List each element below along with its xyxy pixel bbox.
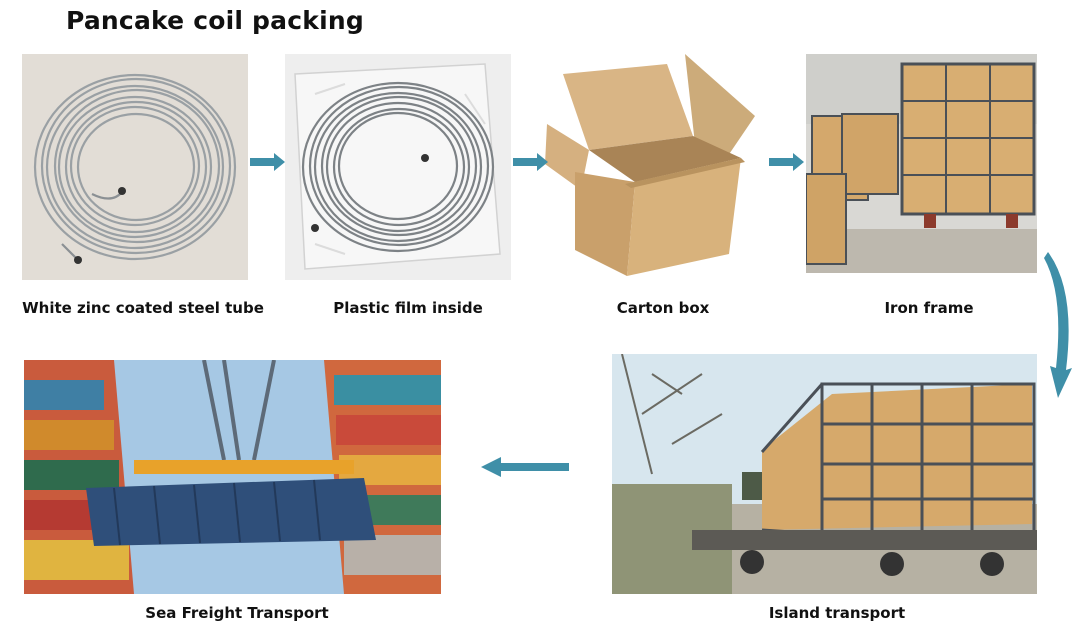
right-arrow-icon	[250, 152, 286, 172]
photo-island-transport-truck	[612, 354, 1037, 594]
step-label-steel-tube: White zinc coated steel tube	[22, 299, 264, 317]
photo-carton-box	[545, 54, 771, 280]
step-label-carton-box: Carton box	[616, 299, 710, 317]
photo-plastic-film-coil	[285, 54, 511, 280]
right-arrow-icon	[513, 152, 549, 172]
photo-steel-tube-coil	[22, 54, 248, 280]
step-label-iron-frame: Iron frame	[884, 299, 974, 317]
step-label-island-transport: Island transport	[768, 604, 906, 622]
step-label-plastic-film: Plastic film inside	[333, 299, 483, 317]
curved-down-arrow-icon	[1042, 250, 1076, 400]
photo-iron-frame	[806, 54, 1037, 273]
photo-sea-freight-container	[24, 360, 441, 594]
step-label-sea-freight: Sea Freight Transport	[145, 604, 329, 622]
right-arrow-icon	[769, 152, 805, 172]
page-title: Pancake coil packing	[66, 6, 364, 35]
left-arrow-icon	[479, 455, 569, 479]
